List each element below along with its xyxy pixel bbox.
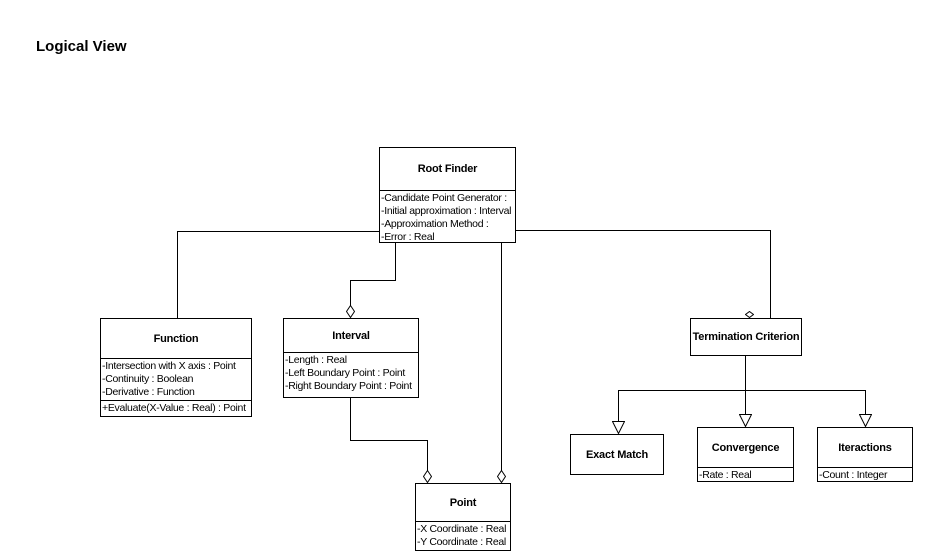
generalization-stub-exact-match [618, 390, 619, 421]
attributes-compartment: -Candidate Point Generator : -Initial ap… [380, 190, 515, 244]
aggregation-diamond-icon [744, 310, 755, 319]
attribute: -Candidate Point Generator : [381, 192, 507, 204]
class-name: Interval [332, 329, 370, 342]
aggregation-rootfinder-termination [516, 230, 771, 231]
association-rootfinder-function [177, 231, 380, 232]
attribute: -Length : Real [285, 354, 347, 366]
attribute: -Intersection with X axis : Point [102, 360, 236, 372]
aggregation-interval-point [427, 440, 428, 471]
class-termination-criterion[interactable]: Termination Criterion [690, 318, 802, 356]
class-name: Convergence [711, 441, 780, 454]
aggregation-interval-point [350, 440, 428, 441]
attribute: -Continuity : Boolean [102, 373, 194, 385]
aggregation-rootfinder-interval [395, 243, 396, 281]
attributes-compartment: -Intersection with X axis : Point -Conti… [101, 358, 251, 400]
generalization-trunk [745, 356, 746, 391]
attribute: -Derivative : Function [102, 386, 195, 398]
class-convergence[interactable]: Convergence -Rate : Real [697, 427, 794, 482]
aggregation-diamond-icon [496, 469, 507, 484]
aggregation-diamond-icon [345, 304, 356, 319]
generalization-stub-iteractions [865, 390, 866, 414]
aggregation-interval-point [350, 398, 351, 441]
attributes-compartment: -Length : Real -Left Boundary Point : Po… [284, 352, 418, 393]
generalization-triangle-icon [738, 414, 753, 428]
attribute: -Right Boundary Point : Point [285, 380, 412, 392]
class-point[interactable]: Point -X Coordinate : Real -Y Coordinate… [415, 483, 511, 551]
attribute: -X Coordinate : Real [417, 523, 507, 535]
attribute: -Left Boundary Point : Point [285, 367, 406, 379]
attributes-compartment: -X Coordinate : Real -Y Coordinate : Rea… [416, 521, 510, 549]
attributes-compartment: -Rate : Real [698, 467, 793, 482]
aggregation-rootfinder-termination [770, 230, 771, 318]
class-root-finder[interactable]: Root Finder -Candidate Point Generator :… [379, 147, 516, 243]
attribute: -Rate : Real [699, 469, 752, 481]
class-name: Termination Criterion [692, 331, 800, 343]
aggregation-diamond-icon [422, 469, 433, 484]
class-exact-match[interactable]: Exact Match [570, 434, 664, 475]
attribute: -Approximation Method : [381, 218, 489, 230]
method: +Evaluate(X-Value : Real) : Point [102, 402, 246, 414]
class-function[interactable]: Function -Intersection with X axis : Poi… [100, 318, 252, 417]
class-name: Exact Match [586, 448, 648, 461]
attribute: -Initial approximation : Interval [381, 205, 512, 217]
generalization-branch [618, 390, 866, 391]
generalization-triangle-icon [611, 421, 626, 435]
aggregation-rootfinder-point [501, 243, 502, 471]
methods-compartment: +Evaluate(X-Value : Real) : Point [101, 400, 251, 415]
class-name: Iteractions [838, 441, 892, 454]
association-rootfinder-function [177, 231, 178, 318]
generalization-stub-convergence [745, 390, 746, 414]
class-name: Function [153, 332, 199, 345]
attribute: -Count : Integer [819, 469, 888, 481]
class-name: Point [449, 496, 477, 509]
page-title: Logical View [36, 38, 127, 55]
generalization-triangle-icon [858, 414, 873, 428]
class-interval[interactable]: Interval -Length : Real -Left Boundary P… [283, 318, 419, 398]
attribute: -Y Coordinate : Real [417, 536, 506, 548]
class-iteractions[interactable]: Iteractions -Count : Integer [817, 427, 913, 482]
aggregation-rootfinder-interval [350, 280, 396, 281]
aggregation-rootfinder-interval [350, 281, 351, 306]
attributes-compartment: -Count : Integer [818, 467, 912, 482]
attribute: -Error : Real [381, 231, 435, 243]
class-name: Root Finder [417, 163, 478, 175]
